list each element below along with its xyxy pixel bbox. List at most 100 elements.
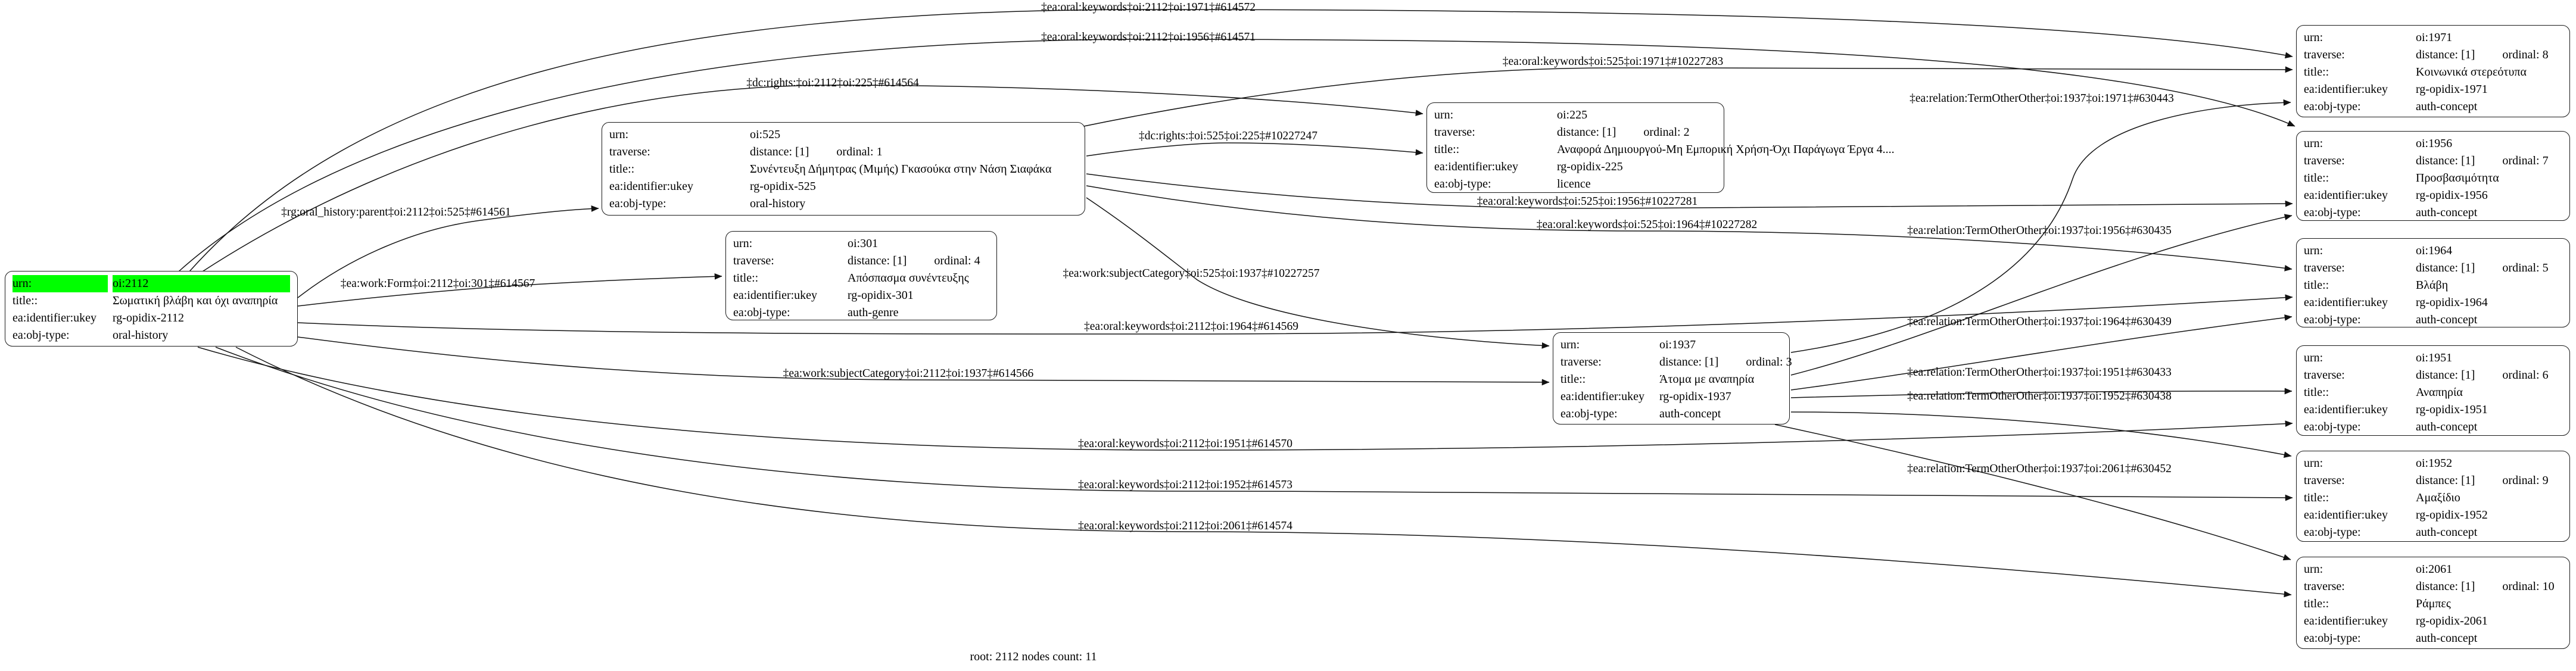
value-title: Προσβασιμότητα	[2416, 171, 2499, 185]
field-row-urn: urn:oi:1937	[1560, 336, 1782, 354]
field-label-title: title::	[2304, 279, 2329, 292]
value-traverse: distance: [1]ordinal: 6	[2416, 367, 2562, 384]
edge-614564	[202, 85, 1424, 272]
field-row-traverse: traverse:distance: [1]ordinal: 9	[2304, 472, 2562, 489]
edge-label-614572: ‡ea:oral:keywords‡oi:2112‡oi:1971‡#61457…	[1041, 1, 1256, 14]
edge-label-614564: ‡dc:rights:‡oi:2112‡oi:225‡#614564	[746, 77, 919, 89]
edge-614572	[189, 9, 2293, 272]
field-row-objtype: ea:obj-type:auth-concept	[2304, 630, 2562, 647]
value-ukey: rg-opidix-301	[848, 289, 914, 302]
field-row-traverse: traverse: distance: [1]ordinal: 7	[2304, 152, 2562, 170]
value-traverse: distance: [1] ordinal: 10	[2416, 578, 2562, 595]
field-row-title: title::Σωματική βλάβη και όχι αναπηρία	[13, 292, 290, 310]
field-label-ukey: ea:identifier:ukey	[2304, 403, 2388, 416]
edge-label-630452: ‡ea:relation:TermOtherOther‡oi:1937‡oi:2…	[1907, 463, 2172, 475]
field-row-traverse: traverse: distance: [1]ordinal: 1	[609, 143, 1077, 161]
edge-614561	[297, 205, 599, 298]
value-ukey: rg-opidix-1952	[2416, 508, 2488, 522]
value-ordinal: ordinal: 1	[836, 145, 883, 158]
value-objtype: auth-concept	[2416, 206, 2478, 219]
value-distance: distance: [1]	[848, 254, 907, 267]
edge-614569	[297, 294, 2293, 335]
field-label-traverse: traverse:	[2304, 261, 2345, 274]
edge-label-630438: ‡ea:relation:TermOtherOther‡oi:1937‡oi:1…	[1907, 390, 2172, 402]
field-label-traverse: traverse:	[1560, 355, 1602, 369]
value-objtype: oral-history	[750, 197, 806, 210]
edge-label-614571: ‡ea:oral:keywords‡oi:2112‡oi:1956‡#61457…	[1041, 31, 1256, 43]
edge-10227257	[1086, 197, 1550, 349]
value-urn: oi:301	[848, 237, 879, 250]
value-traverse: distance: [1]ordinal: 7	[2416, 152, 2562, 170]
field-label-traverse: traverse:	[609, 145, 650, 158]
edge-label-10227283: ‡ea:oral:keywords‡oi:525‡oi:1971‡#102272…	[1502, 55, 1724, 68]
value-urn: oi:1964	[2416, 244, 2453, 257]
field-label-ukey: ea:identifier:ukey	[2304, 189, 2388, 202]
field-row-objtype: ea:obj-type:oral-history	[609, 195, 1077, 213]
field-label-urn: urn:	[733, 237, 753, 250]
value-distance: distance: [1]	[2416, 580, 2475, 593]
value-ukey: rg-opidix-1951	[2416, 403, 2488, 416]
value-objtype: auth-concept	[1659, 407, 1721, 420]
value-urn: oi:1937	[1659, 338, 1696, 351]
value-urn: oi:2061	[2416, 563, 2453, 576]
field-row-title: title::Ράμπες	[2304, 595, 2562, 613]
value-objtype: auth-genre	[848, 306, 899, 319]
field-row-traverse: traverse: distance: [1]ordinal: 3	[1560, 354, 1792, 371]
value-distance: distance: [1]	[2416, 48, 2475, 61]
field-row-objtype: ea:obj-type:oral-history	[13, 327, 290, 344]
value-title: Αναπηρία	[2416, 386, 2463, 399]
graph-caption: root: 2112 nodes count: 11	[970, 650, 1097, 663]
edge-630438	[1790, 411, 2292, 458]
field-row-traverse: traverse: distance: [1]ordinal: 4	[733, 252, 989, 270]
node-oi-301[interactable]: urn: oi:301 traverse: distance: [1]ordinal:…	[725, 231, 997, 320]
field-label-urn: urn:	[2304, 351, 2323, 364]
field-label-ukey: ea:identifier:ukey	[2304, 614, 2388, 628]
value-distance: distance: [1]	[2416, 154, 2475, 167]
field-label-traverse: traverse:	[2304, 154, 2345, 167]
edge-630443	[1790, 99, 2291, 353]
value-urn: oi:2112	[113, 275, 290, 292]
field-label-traverse: traverse:	[733, 254, 774, 267]
value-title: Αμαξίδιο	[2416, 491, 2460, 504]
field-label-objtype: ea:obj-type:	[2304, 313, 2361, 326]
field-label-objtype: ea:obj-type:	[13, 329, 70, 342]
field-label-urn: urn:	[2304, 31, 2323, 44]
value-traverse: distance: [1]ordinal: 1	[750, 143, 1077, 161]
field-row-title: title::Άτομα με αναπηρία	[1560, 371, 1782, 388]
edge-630433	[1790, 388, 2292, 398]
field-label-ukey: ea:identifier:ukey	[1560, 390, 1645, 403]
value-urn: oi:525	[750, 128, 781, 141]
field-row-title: title::Συνέντευξη Δήμητρας (Μιμής) Γκασο…	[609, 161, 1077, 178]
field-label-urn: urn:	[2304, 563, 2323, 576]
field-row-objtype: ea:obj-type:licence	[1434, 176, 1717, 193]
field-row-traverse: traverse:distance: [1]ordinal: 6	[2304, 367, 2562, 384]
field-label-ukey: ea:identifier:ukey	[2304, 83, 2388, 96]
field-row-urn: urn:oi:225	[1434, 107, 1717, 124]
field-label-urn: urn:	[2304, 244, 2323, 257]
edge-label-614574: ‡ea:oral:keywords‡oi:2112‡oi:2061‡#61457…	[1078, 520, 1292, 532]
value-traverse: distance: [1]ordinal: 3	[1659, 354, 1792, 371]
value-objtype: auth-concept	[2416, 632, 2478, 645]
field-label-objtype: ea:obj-type:	[2304, 420, 2361, 433]
value-ukey: rg-opidix-1964	[2416, 296, 2488, 309]
value-ukey: rg-opidix-1971	[2416, 83, 2488, 96]
value-ukey: rg-opidix-2112	[113, 311, 184, 324]
field-row-objtype: ea:obj-type:auth-concept	[2304, 311, 2562, 329]
field-row-urn: urn:oi:1951	[2304, 349, 2562, 367]
value-traverse: distance: [1]ordinal: 4	[848, 252, 989, 270]
field-row-title: title::Αναφορά Δημιουργού-Μη Εμπορική Χρ…	[1434, 141, 1895, 158]
value-ordinal: ordinal: 10	[2502, 580, 2555, 593]
